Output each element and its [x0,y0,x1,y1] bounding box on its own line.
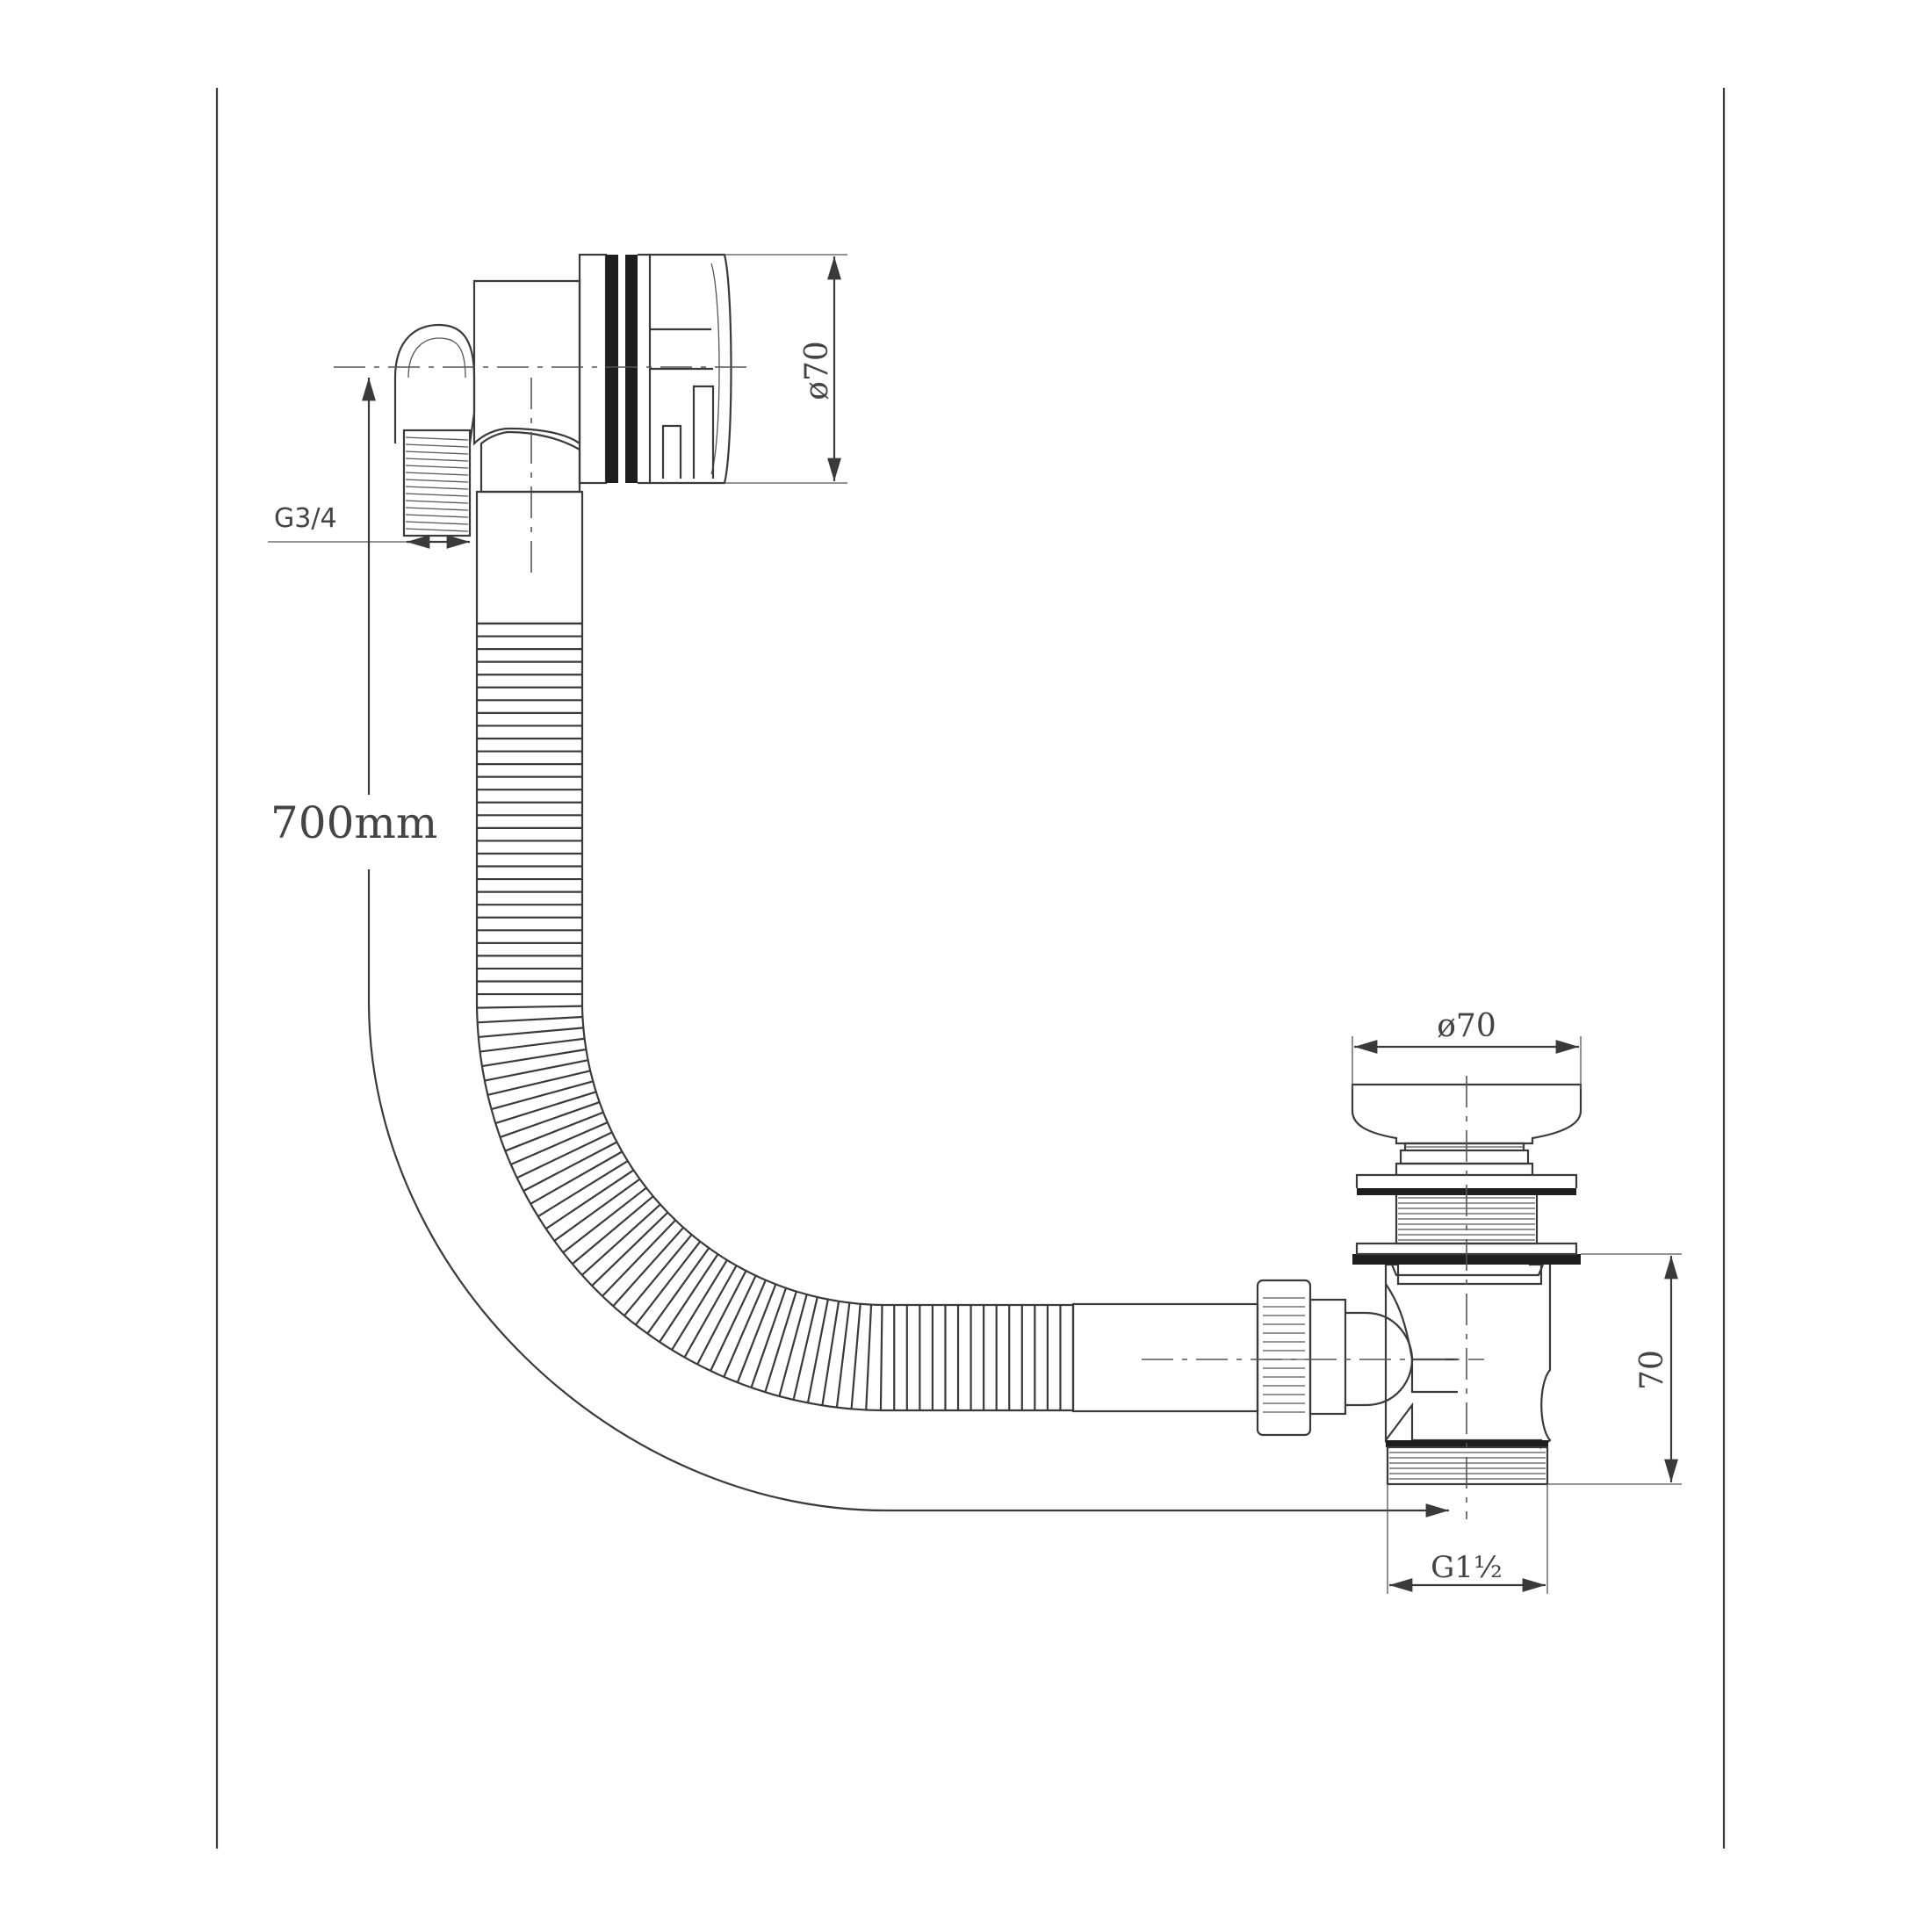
hose-rib [479,1037,585,1053]
flexible-hose [475,490,1259,1413]
thread-line [405,465,469,469]
hose-rib [477,1005,583,1009]
waste-assembly [1142,1076,1582,1519]
hose-rib [491,1080,594,1111]
thread-line [405,514,469,518]
hose-rib [591,1211,669,1287]
thread-line [405,443,469,448]
thread-line [405,493,469,497]
hose-rib [572,1195,654,1265]
thread-line [405,479,469,483]
hose-rib [530,1150,623,1205]
hose-rib [792,1296,818,1401]
hose-rib [683,1265,738,1359]
overflow-diameter-label: ø70 [799,341,835,400]
hose-rib [764,1291,797,1393]
thread-line [405,451,469,455]
hose-rib [879,1304,883,1410]
thread-line [405,436,469,441]
thread-line [405,507,469,511]
dimensions: ø70 G3/4 700mm ø70 70 G1½ [268,254,1682,1594]
overflow-elbow [393,323,476,444]
waste-height-label: 70 [1634,1350,1670,1390]
overflow-assembly [334,253,746,580]
thread-line [405,458,469,462]
waste-diameter-label: ø70 [1437,1008,1496,1044]
hose-rib [850,1303,861,1409]
hose-rib [487,1070,591,1096]
hose-outline [580,624,1073,1307]
hose-rib [635,1241,702,1326]
hose-rib [865,1304,873,1410]
hose-rib [562,1186,647,1254]
overflow-body [472,279,581,446]
hose-rib [646,1247,710,1335]
thread-line [405,486,469,490]
g112-label: G1½ [1431,1550,1503,1585]
hose-rib [835,1302,851,1408]
hose-rib [537,1160,629,1218]
hose-rib [553,1178,641,1242]
thread-line [405,521,469,525]
hose-rib [778,1294,808,1397]
hose-rib [696,1270,747,1366]
thread-line [405,472,469,476]
hose-end [1071,1302,1259,1413]
hose-rib [494,1091,597,1125]
hose-rib [624,1234,693,1316]
g34-label: G3/4 [274,503,337,534]
hose-rib [671,1259,728,1351]
hose-collar [475,490,584,625]
length-dimension-arc [369,378,1449,1510]
thread-line [405,528,469,532]
hose-rib [602,1219,676,1297]
hose-rib [659,1253,719,1343]
hose-rib [478,1027,584,1039]
hose-rib [545,1169,635,1230]
length-label: 700mm [270,797,437,848]
hose-rib [612,1227,685,1307]
thread-line [405,500,469,504]
hose-rib [477,1015,583,1024]
hose-rib [523,1141,617,1193]
hose-rib [581,1203,661,1276]
